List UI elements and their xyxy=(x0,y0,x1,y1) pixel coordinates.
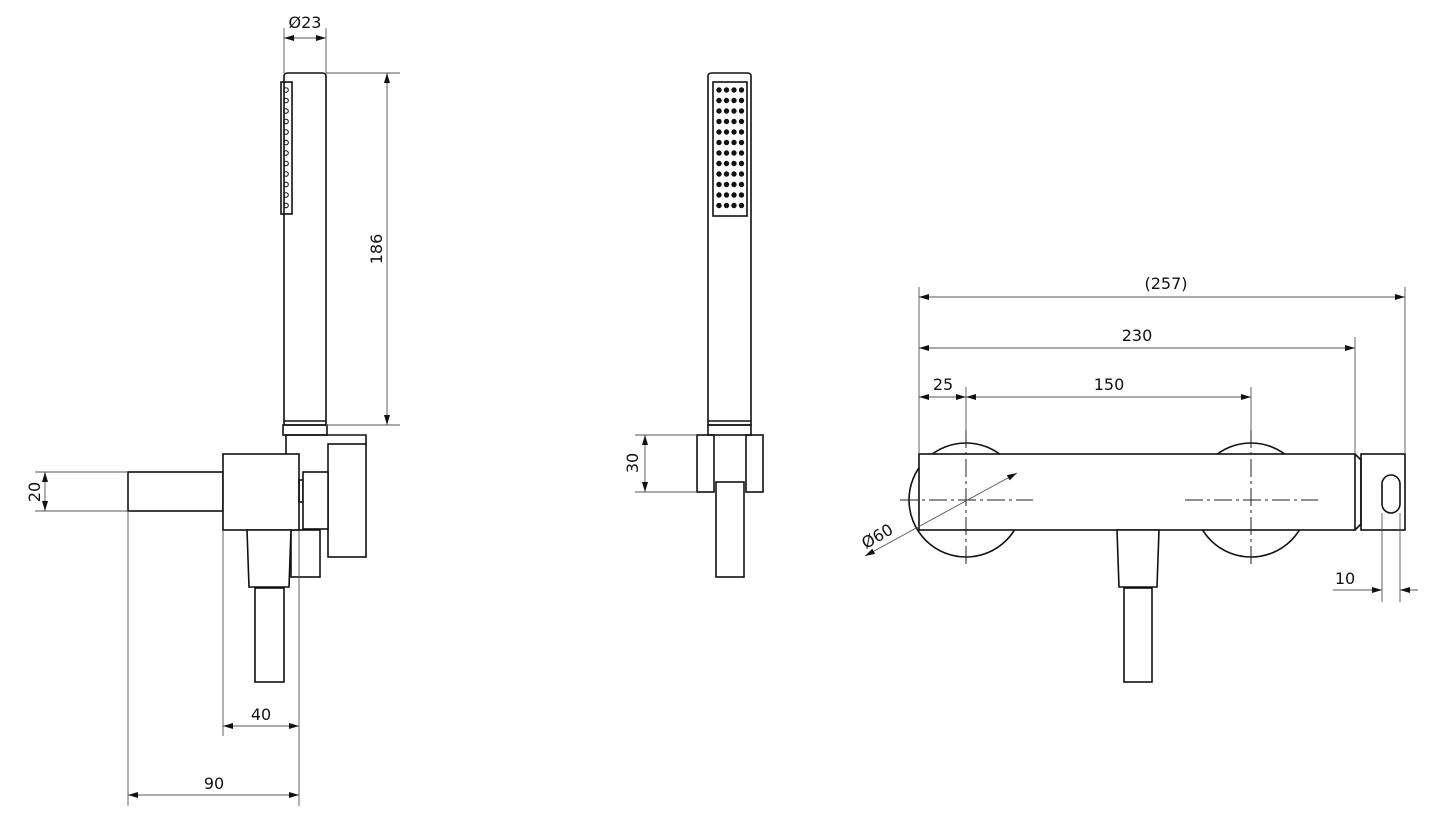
spray-face xyxy=(712,81,748,217)
spray-hole xyxy=(738,87,745,93)
spray-hole xyxy=(731,108,737,114)
holder-bracket xyxy=(285,434,367,454)
spray-hole xyxy=(283,129,289,135)
spray-hole xyxy=(283,118,289,125)
spray-hole xyxy=(738,118,745,125)
spray-hole xyxy=(731,129,737,135)
spray-hole xyxy=(731,202,737,209)
dim-total-depth: 90 xyxy=(204,774,224,793)
dim-flange-diameter: Ø60 xyxy=(858,520,896,553)
spray-hole xyxy=(738,129,745,135)
dim-handshower-diameter: Ø23 xyxy=(289,13,322,32)
dim-edge-to-center: 25 xyxy=(933,375,953,394)
spray-hole xyxy=(723,192,730,198)
spray-hole xyxy=(723,171,730,177)
spray-hole xyxy=(716,97,722,104)
spray-hole xyxy=(716,202,722,209)
spray-hole xyxy=(283,87,289,93)
spray-hole xyxy=(283,181,289,188)
spray-hole xyxy=(738,97,745,104)
dim-handshower-length: 186 xyxy=(367,234,386,265)
spray-hole xyxy=(283,202,289,209)
knob xyxy=(302,471,329,530)
top-view: (257) 230 25 150 Ø60 10 xyxy=(858,274,1418,683)
dim-slot-width: 10 xyxy=(1335,569,1355,588)
spray-hole xyxy=(731,160,737,167)
slot xyxy=(1381,474,1401,514)
outlet-stem xyxy=(1123,587,1153,683)
holder-left xyxy=(696,434,715,493)
spray-hole xyxy=(723,150,730,156)
holder-right xyxy=(745,434,764,493)
dim-center-distance: 150 xyxy=(1094,375,1125,394)
spray-hole xyxy=(723,139,730,146)
outlet-cone xyxy=(1116,529,1160,588)
spray-hole xyxy=(716,108,722,114)
holder-stem xyxy=(715,481,745,578)
valve-body xyxy=(222,453,300,531)
spray-hole xyxy=(738,181,745,188)
front-view: 30 xyxy=(623,72,764,578)
spray-hole xyxy=(738,202,745,209)
spray-hole xyxy=(731,181,737,188)
spray-hole xyxy=(716,139,722,146)
spray-face xyxy=(280,81,293,215)
spray-hole xyxy=(731,192,737,198)
spray-hole xyxy=(731,171,737,177)
spray-hole xyxy=(731,139,737,146)
handshower-body xyxy=(283,72,327,426)
spray-hole xyxy=(723,181,730,188)
spray-hole xyxy=(283,108,289,114)
handshower-body xyxy=(707,72,752,426)
spray-hole xyxy=(283,139,289,146)
spray-hole xyxy=(738,139,745,146)
dim-holder-height: 30 xyxy=(623,453,642,473)
spray-hole xyxy=(723,87,730,93)
spray-hole xyxy=(716,87,722,93)
spray-hole xyxy=(723,108,730,114)
spray-hole xyxy=(716,129,722,135)
wall-plate xyxy=(327,443,367,558)
spray-hole xyxy=(716,181,722,188)
dim-body-length: 230 xyxy=(1122,326,1153,345)
spray-hole xyxy=(283,192,289,198)
spray-hole xyxy=(716,150,722,156)
end-cap xyxy=(1360,453,1406,531)
spray-hole xyxy=(738,171,745,177)
spray-hole xyxy=(283,97,289,104)
spray-hole xyxy=(716,171,722,177)
spray-hole xyxy=(723,160,730,167)
spray-hole xyxy=(723,129,730,135)
handshower-connector xyxy=(282,424,328,436)
spray-hole xyxy=(723,118,730,125)
spray-hole xyxy=(283,150,289,156)
spray-hole xyxy=(738,192,745,198)
dim-arm-height: 20 xyxy=(25,482,44,502)
spray-hole xyxy=(731,87,737,93)
spray-holes xyxy=(283,87,289,209)
spray-hole xyxy=(716,118,722,125)
holder-lower xyxy=(290,529,321,578)
outlet-cone xyxy=(246,529,292,588)
spray-hole xyxy=(731,97,737,104)
spray-hole xyxy=(738,150,745,156)
dim-body-depth: 40 xyxy=(251,705,271,724)
spray-holes xyxy=(716,87,745,209)
spray-hole xyxy=(283,171,289,177)
arm xyxy=(127,471,224,512)
spray-hole xyxy=(716,160,722,167)
spray-hole xyxy=(731,118,737,125)
dim-overall-length: (257) xyxy=(1144,274,1187,293)
mixer-body xyxy=(918,453,1356,531)
spray-hole xyxy=(723,202,730,209)
spray-hole xyxy=(283,160,289,167)
spray-hole xyxy=(731,150,737,156)
outlet-stem xyxy=(254,587,285,683)
side-view: Ø23 186 20 40 90 xyxy=(25,13,400,806)
spray-hole xyxy=(738,160,745,167)
spray-hole xyxy=(738,108,745,114)
spray-hole xyxy=(716,192,722,198)
spray-hole xyxy=(723,97,730,104)
